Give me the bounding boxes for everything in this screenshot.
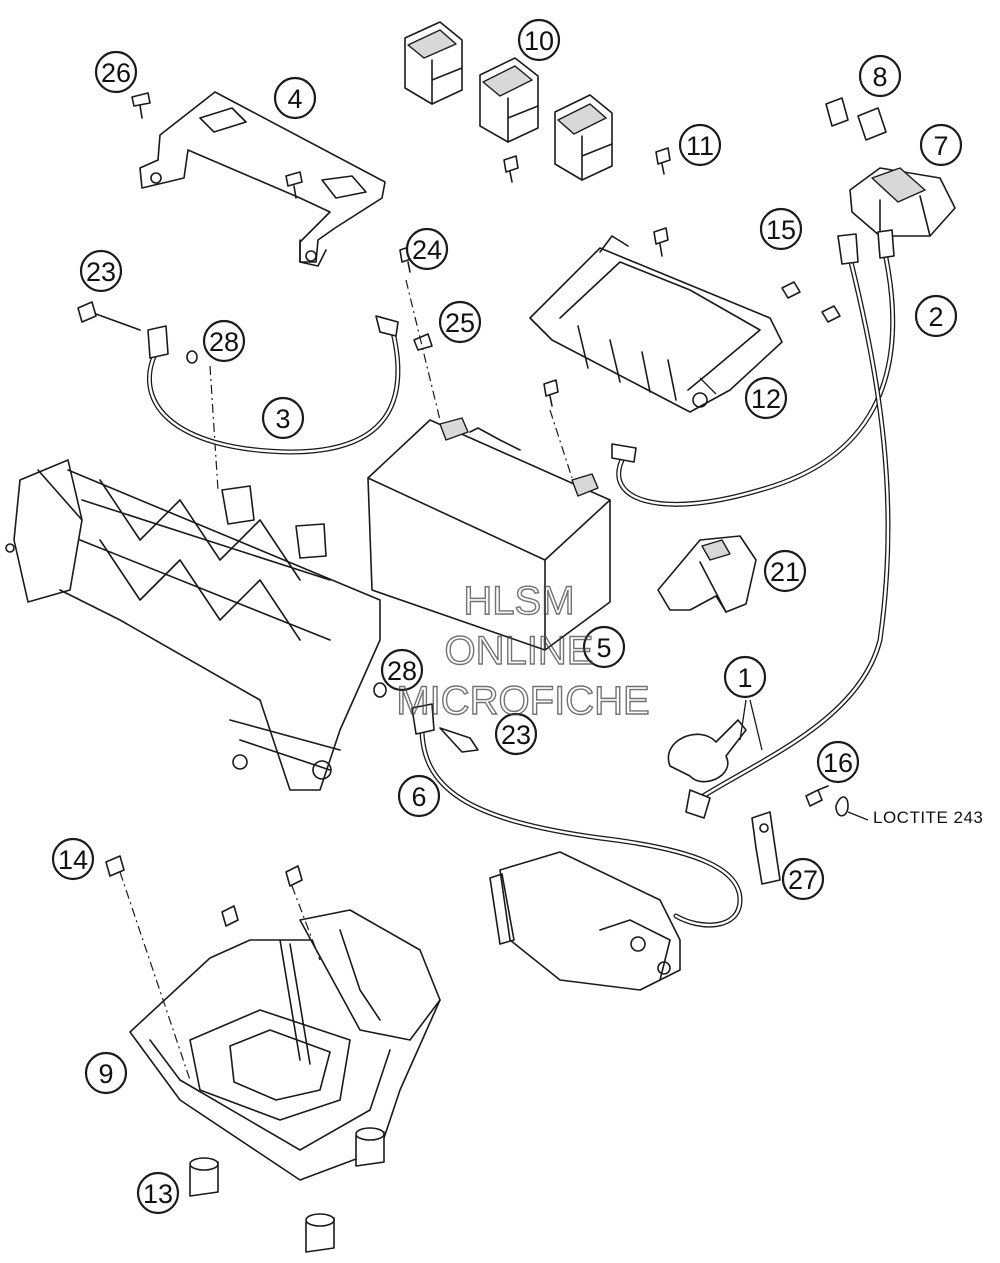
callout-number: 3 bbox=[275, 404, 290, 434]
bracket-part bbox=[131, 91, 386, 267]
callout-circle bbox=[494, 712, 538, 756]
battery-lid-part bbox=[529, 227, 841, 413]
callout-circle bbox=[397, 774, 441, 818]
callout-number: 28 bbox=[209, 327, 239, 357]
cable-part bbox=[667, 233, 891, 819]
callout-number: 25 bbox=[445, 308, 475, 338]
callout-number: 9 bbox=[98, 1059, 113, 1089]
part-callout: 23 bbox=[494, 712, 538, 756]
part-callout: 28 bbox=[202, 319, 246, 363]
callout-number: 16 bbox=[823, 748, 853, 778]
callout-circle bbox=[438, 300, 482, 344]
callout-number: 13 bbox=[143, 1179, 173, 1209]
leader-lines bbox=[699, 377, 717, 395]
callout-circle bbox=[273, 76, 317, 120]
cable-part bbox=[611, 229, 896, 507]
callout-circle bbox=[517, 18, 561, 62]
callout-number: 1 bbox=[737, 663, 752, 693]
callout-circle bbox=[51, 837, 95, 881]
callout-number: 12 bbox=[751, 384, 781, 414]
callout-circle bbox=[79, 249, 123, 293]
part-callout: 1 bbox=[723, 655, 767, 699]
watermark-line: HLSM bbox=[463, 579, 574, 623]
starter-motor-part bbox=[373, 682, 743, 991]
part-callout: 24 bbox=[405, 227, 449, 271]
callout-circle bbox=[919, 123, 963, 167]
callout-number: 21 bbox=[770, 557, 800, 587]
rubber-mount-part bbox=[189, 1127, 385, 1253]
part-callout: 12 bbox=[744, 376, 788, 420]
callout-circle bbox=[94, 50, 138, 94]
callout-number: 11 bbox=[686, 131, 714, 161]
callout-circle bbox=[678, 123, 722, 167]
terminal-cover-part bbox=[657, 535, 757, 613]
part-callout: 4 bbox=[273, 76, 317, 120]
callout-number: 24 bbox=[412, 235, 442, 265]
callout-circle bbox=[84, 1051, 128, 1095]
callout-circle bbox=[759, 207, 803, 251]
callout-number: 28 bbox=[387, 656, 417, 686]
callout-circle bbox=[582, 625, 626, 669]
callout-circle bbox=[380, 648, 424, 692]
part-callout: 25 bbox=[438, 300, 482, 344]
callout-number: 14 bbox=[58, 845, 88, 875]
part-callout: 16 bbox=[816, 740, 860, 784]
callout-number: 23 bbox=[501, 720, 531, 750]
part-callout: 28 bbox=[380, 648, 424, 692]
callout-circle bbox=[781, 857, 825, 901]
relay-part bbox=[404, 21, 671, 183]
watermark-line: MICROFICHE bbox=[396, 679, 649, 723]
battery-part bbox=[367, 245, 611, 651]
part-callout: 26 bbox=[94, 50, 138, 94]
callout-circle bbox=[202, 319, 246, 363]
battery-box-part bbox=[105, 855, 441, 1181]
part-callout: 15 bbox=[759, 207, 803, 251]
callout-circle bbox=[405, 227, 449, 271]
callout-number: 5 bbox=[596, 633, 611, 663]
callout-number: 6 bbox=[411, 782, 426, 812]
callout-number: 7 bbox=[933, 131, 948, 161]
part-callout: 21 bbox=[763, 549, 807, 593]
callout-circle bbox=[744, 376, 788, 420]
callout-circle bbox=[914, 294, 958, 338]
part-callout: 27 bbox=[781, 857, 825, 901]
callout-circle bbox=[858, 54, 902, 98]
callout-circle bbox=[723, 655, 767, 699]
callout-circle bbox=[816, 740, 860, 784]
callout-circle bbox=[261, 396, 305, 440]
loctite-label: LOCTITE 243 bbox=[873, 808, 983, 827]
frame-part bbox=[5, 365, 381, 791]
part-callout: 5 bbox=[582, 625, 626, 669]
fuse-part bbox=[825, 97, 956, 237]
screw-part bbox=[751, 785, 869, 885]
part-callout: 13 bbox=[136, 1171, 180, 1215]
part-callout: 7 bbox=[919, 123, 963, 167]
callout-number: 15 bbox=[766, 215, 796, 245]
part-callout: 3 bbox=[261, 396, 305, 440]
callout-number: 8 bbox=[872, 62, 887, 92]
callout-number: 23 bbox=[86, 257, 116, 287]
callout-circle bbox=[136, 1171, 180, 1215]
callout-number: 27 bbox=[788, 865, 818, 895]
part-callout: 10 bbox=[517, 18, 561, 62]
part-callout: 9 bbox=[84, 1051, 128, 1095]
callout-number: 10 bbox=[524, 26, 554, 56]
callout-number: 4 bbox=[287, 84, 302, 114]
part-callout: 6 bbox=[397, 774, 441, 818]
part-callout: 2 bbox=[914, 294, 958, 338]
cable-part bbox=[77, 301, 401, 455]
callout-circle bbox=[763, 549, 807, 593]
watermark-line: ONLINE bbox=[445, 629, 594, 673]
part-callout: 23 bbox=[79, 249, 123, 293]
part-callout: 11 bbox=[678, 123, 722, 167]
callout-number: 26 bbox=[101, 58, 131, 88]
callout-number: 2 bbox=[928, 302, 943, 332]
part-callout: 8 bbox=[858, 54, 902, 98]
part-callout: 14 bbox=[51, 837, 95, 881]
